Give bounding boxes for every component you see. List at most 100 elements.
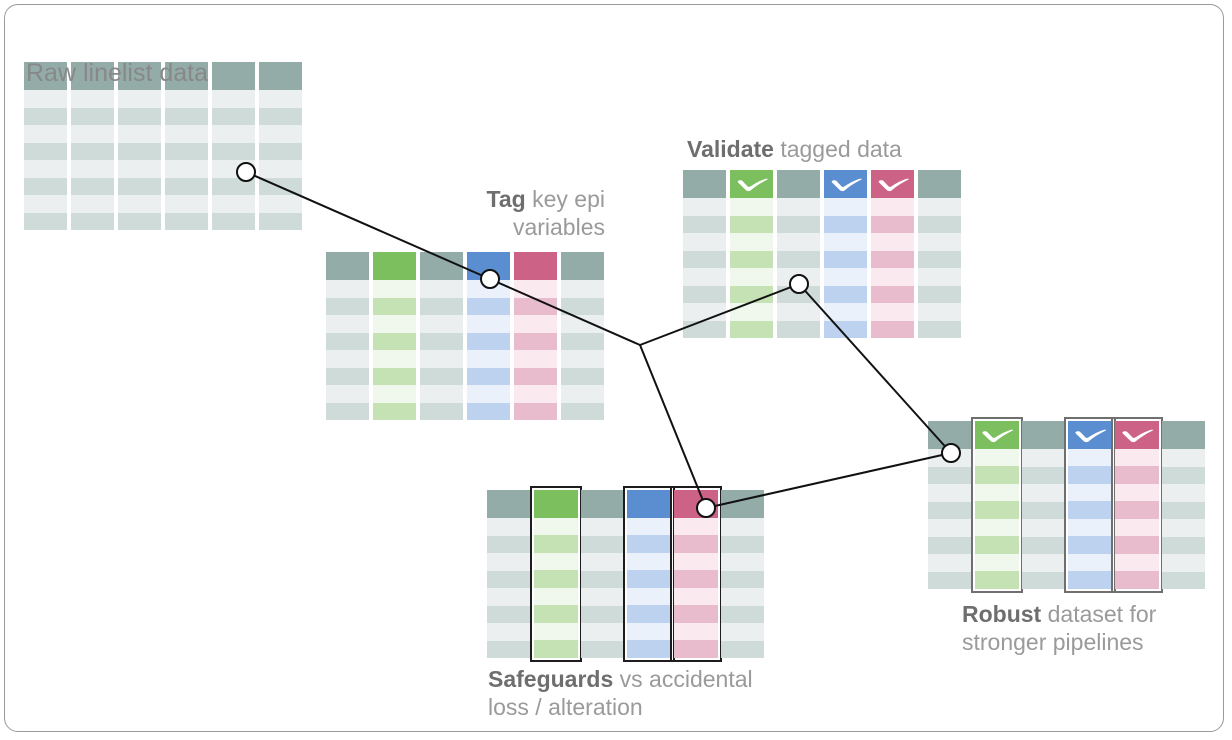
table-header-cell — [1021, 421, 1065, 449]
table-row — [467, 332, 510, 350]
table-row — [730, 303, 773, 321]
table-row — [71, 212, 114, 230]
table-column — [420, 252, 463, 420]
stage-label-validate: Validate tagged data — [687, 135, 902, 163]
table-row — [326, 385, 369, 403]
table-row — [824, 215, 867, 233]
table-header-cell — [118, 62, 161, 90]
table-row — [212, 125, 255, 143]
table-row — [580, 535, 624, 553]
table-row — [824, 303, 867, 321]
table-row — [561, 332, 604, 350]
table-row — [627, 605, 671, 623]
table-row — [1021, 571, 1065, 589]
table-row — [24, 160, 67, 178]
stage-label-validate-text: tagged data — [773, 136, 902, 162]
table-row — [1161, 571, 1205, 589]
table-column — [777, 170, 820, 338]
table-row — [683, 285, 726, 303]
table-row — [974, 553, 1019, 571]
stage-label-safeguards-bold: Safeguards — [488, 666, 614, 692]
table-header-cell — [24, 62, 67, 90]
table-row — [326, 315, 369, 333]
table-column — [1021, 421, 1065, 593]
table-header-cell — [918, 170, 961, 198]
table-row — [420, 297, 463, 315]
table-row — [1114, 518, 1159, 536]
table-row — [928, 501, 971, 519]
table-header-cell — [683, 170, 726, 198]
table-row — [1068, 553, 1112, 571]
table-column — [561, 252, 604, 420]
table-row — [165, 142, 208, 160]
table-row — [730, 215, 773, 233]
table-row — [561, 280, 604, 298]
table-row — [373, 315, 416, 333]
table-row — [720, 535, 764, 553]
table-row — [373, 402, 416, 420]
table-row — [533, 640, 578, 658]
table-row — [683, 320, 726, 338]
table-column — [487, 490, 530, 662]
table-row — [259, 90, 302, 108]
table-header-cell — [533, 489, 578, 518]
table-row — [487, 535, 530, 553]
table-column — [871, 170, 914, 338]
table-header-cell — [1161, 421, 1205, 449]
table-header-cell — [580, 490, 624, 518]
table-row — [259, 177, 302, 195]
table-row — [420, 350, 463, 368]
table-row — [1068, 518, 1112, 536]
table-row — [420, 332, 463, 350]
table-row — [928, 554, 971, 572]
stage-label-robust: Robust dataset for stronger pipelines — [962, 600, 1156, 656]
table-row — [420, 385, 463, 403]
table-row — [673, 605, 718, 623]
table-row — [730, 285, 773, 303]
table-row — [561, 402, 604, 420]
table-row — [730, 250, 773, 268]
table-row — [928, 466, 971, 484]
table-row — [71, 125, 114, 143]
table-row — [1021, 466, 1065, 484]
table-row — [259, 212, 302, 230]
stage-label-robust-bold: Robust — [962, 601, 1042, 627]
table-row — [918, 320, 961, 338]
table-row — [259, 142, 302, 160]
table-row — [777, 233, 820, 251]
table-header-cell — [673, 489, 718, 518]
table-row — [673, 587, 718, 605]
table-row — [720, 518, 764, 536]
table-row — [487, 553, 530, 571]
data-table-raw — [24, 62, 306, 230]
table-header-cell — [326, 252, 369, 280]
table-column — [918, 170, 961, 338]
table-row — [627, 587, 671, 605]
table-row — [824, 233, 867, 251]
table-row — [533, 605, 578, 623]
table-row — [533, 622, 578, 640]
table-row — [1021, 536, 1065, 554]
table-row — [212, 177, 255, 195]
table-row — [212, 107, 255, 125]
table-row — [24, 195, 67, 213]
table-row — [627, 640, 671, 658]
table-row — [212, 195, 255, 213]
table-column — [71, 62, 114, 230]
table-header-cell — [165, 62, 208, 90]
table-row — [918, 198, 961, 216]
table-column — [824, 170, 867, 338]
table-row — [730, 320, 773, 338]
checkmark-icon — [878, 178, 909, 192]
table-row — [673, 552, 718, 570]
table-row — [487, 640, 530, 658]
table-row — [514, 367, 557, 385]
table-row — [871, 320, 914, 338]
table-column — [212, 62, 255, 230]
table-row — [24, 125, 67, 143]
table-header-cell — [561, 252, 604, 280]
table-row — [777, 320, 820, 338]
table-row — [918, 285, 961, 303]
table-row — [118, 212, 161, 230]
table-row — [720, 605, 764, 623]
